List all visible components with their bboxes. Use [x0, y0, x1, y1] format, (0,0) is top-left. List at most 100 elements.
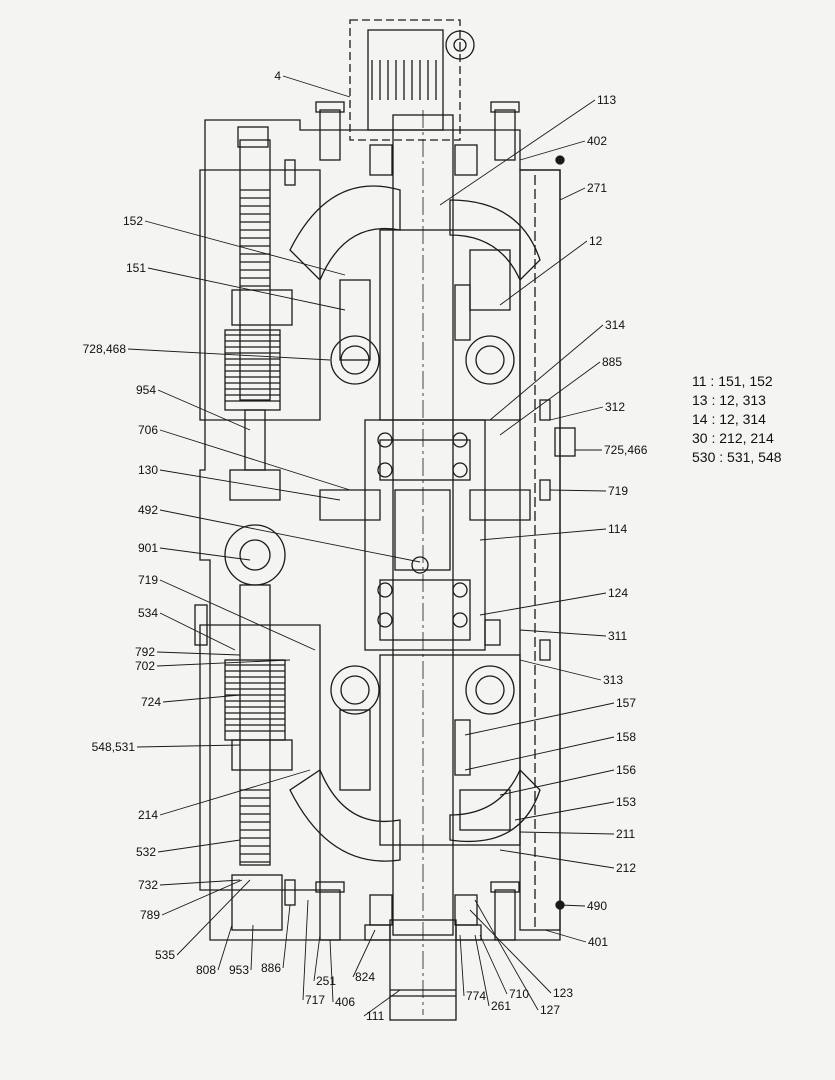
gear-shaft-end: [445, 30, 475, 60]
callout-leader: [159, 469, 341, 501]
callout-leader: [282, 904, 291, 969]
central-valve-housing: [364, 419, 486, 651]
part-callout: 401: [588, 935, 608, 949]
bolt-head: [315, 101, 345, 113]
part-callout: 211: [616, 827, 635, 841]
top-regulator-cap: [237, 126, 269, 148]
part-callout: 123: [553, 986, 573, 1000]
part-callout: 725,466: [604, 443, 648, 457]
valve-plate-upper: [379, 439, 471, 481]
part-callout: 212: [616, 861, 636, 875]
part-callout: 702: [135, 659, 155, 673]
part-callout: 312: [605, 400, 625, 414]
part-callout: 724: [141, 695, 161, 709]
side-plug-left: [194, 604, 208, 646]
lower-cylinder-block: [379, 654, 521, 846]
plug-mid: [539, 479, 551, 501]
spring-lower: [454, 719, 471, 776]
lower-piston-a-inner: [475, 675, 505, 705]
housing-bolt: [319, 889, 341, 941]
upper-swash-right: [449, 199, 541, 282]
part-callout: 824: [355, 970, 375, 984]
callout-leader: [464, 702, 615, 736]
housing-outline: [199, 119, 561, 941]
callout-leader: [329, 939, 334, 1003]
callout-leader: [313, 934, 321, 982]
callout-leader: [519, 629, 607, 637]
lower-regulator-sleeve: [224, 659, 286, 741]
bearing-race: [369, 894, 393, 926]
legend-line: 14 : 12, 314: [692, 411, 766, 427]
part-callout: 548,531: [92, 740, 136, 754]
housing-bolt: [319, 109, 341, 161]
upper-shoe-left: [339, 279, 371, 361]
callout-leader: [159, 547, 251, 561]
callout-leader: [352, 929, 376, 978]
upper-piston-a-inner: [475, 345, 505, 375]
bearing-race: [454, 144, 478, 176]
callout-leader: [127, 348, 331, 361]
part-callout: 532: [136, 845, 156, 859]
stud-center: [484, 619, 501, 646]
callout-leader: [159, 879, 241, 886]
upper-valve-block: [199, 169, 321, 421]
part-callout: 214: [138, 808, 158, 822]
part-callout: 127: [540, 1003, 560, 1017]
callout-leader: [469, 909, 552, 994]
part-callout: 732: [138, 878, 158, 892]
callout-leader: [519, 831, 615, 835]
upper-swash-left: [289, 185, 401, 282]
lower-regulator-nut: [231, 739, 293, 771]
callout-leader: [489, 324, 604, 421]
part-callout: 808: [196, 963, 216, 977]
pin-lower: [284, 879, 296, 906]
lower-shoe-right: [459, 789, 511, 831]
part-callout: 12: [589, 234, 603, 248]
callout-leader: [439, 99, 596, 206]
valve-bolt: [377, 582, 393, 598]
upper-piston-b: [330, 335, 380, 385]
callout-leader: [159, 769, 311, 816]
oil-seal-right: [455, 924, 482, 941]
oil-seal-left: [364, 924, 391, 941]
gear-body: [367, 29, 444, 131]
pin-402: [555, 155, 565, 165]
part-callout: 406: [335, 995, 355, 1009]
callout-leader: [519, 140, 586, 161]
part-callout: 153: [616, 795, 636, 809]
part-callout: 774: [466, 989, 486, 1003]
part-callout: 151: [126, 261, 146, 275]
callout-leader: [157, 389, 251, 431]
coupling-plug: [411, 556, 429, 574]
callout-leader: [159, 579, 316, 651]
spring-upper: [454, 284, 471, 341]
callout-leader: [514, 801, 615, 821]
part-callout: 402: [587, 134, 607, 148]
part-callout: 954: [136, 383, 156, 397]
callout-leader: [156, 659, 291, 667]
callout-leader: [544, 929, 587, 943]
part-callout: 901: [138, 541, 158, 555]
housing-bolt: [494, 889, 516, 941]
callout-leader: [499, 361, 601, 436]
upper-regulator-sleeve: [224, 329, 281, 411]
callout-leader: [156, 651, 241, 656]
callout-leader: [559, 187, 586, 201]
part-callout: 535: [155, 948, 175, 962]
bearing-race: [454, 894, 478, 926]
part-callout: 114: [608, 522, 627, 536]
part-callout: 111: [366, 1009, 385, 1023]
part-callout: 261: [491, 999, 511, 1013]
output-shaft-end: [389, 919, 457, 1021]
upper-regulator-nut: [231, 289, 293, 326]
valve-bolt: [377, 432, 393, 448]
callout-leader: [250, 924, 254, 971]
part-callout: 492: [138, 503, 158, 517]
callout-leader: [176, 879, 251, 956]
lower-swash-right: [449, 768, 541, 843]
callout-leader: [559, 904, 586, 907]
part-callout: 886: [261, 961, 281, 975]
callout-leader: [144, 220, 346, 276]
port-block-left: [319, 489, 381, 521]
